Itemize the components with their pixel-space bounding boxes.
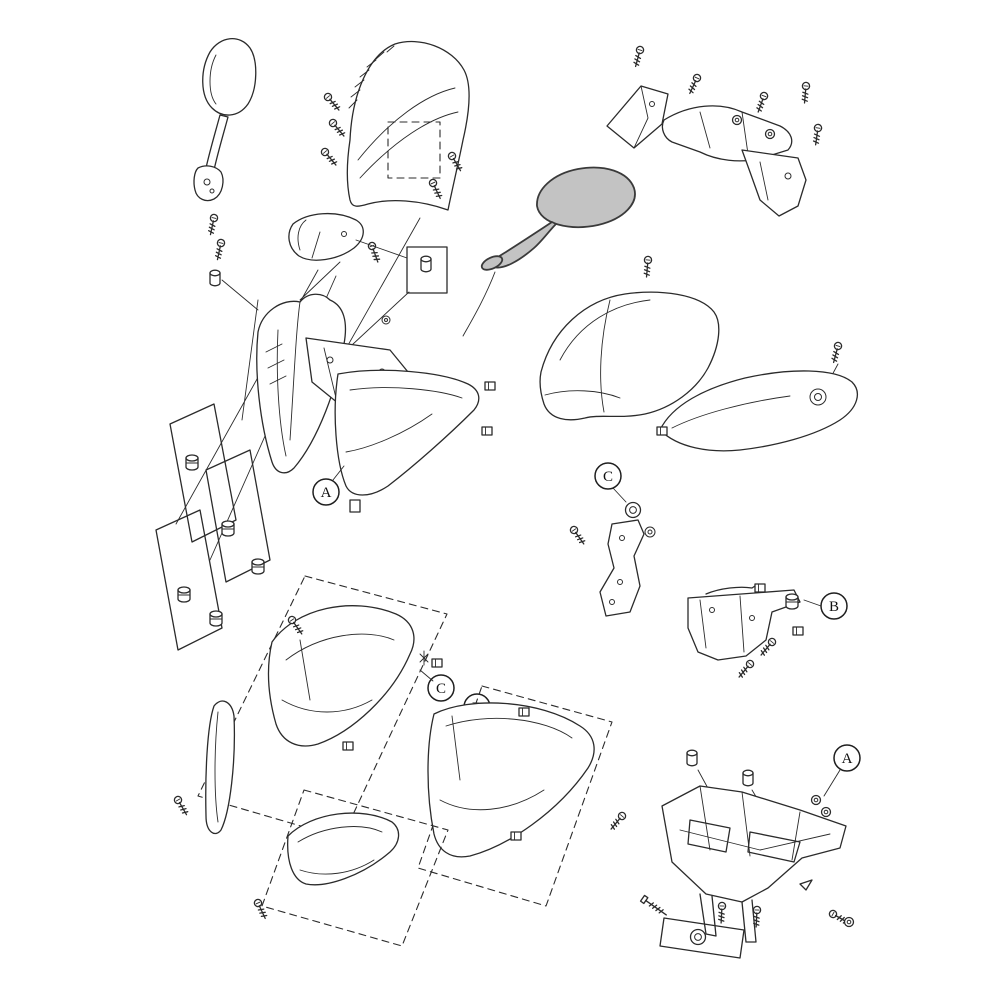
screw-icon	[319, 146, 340, 168]
stay-beam	[661, 105, 793, 162]
screw-icon	[631, 44, 646, 69]
screw-icon	[642, 255, 653, 278]
left-side-cowl-group: C	[172, 575, 455, 839]
windscreen-shield	[346, 40, 470, 211]
clip-icon	[754, 583, 766, 593]
screw-icon	[322, 91, 343, 113]
clip-icon	[656, 426, 668, 436]
clip-icon	[518, 707, 530, 717]
clip-icon	[481, 426, 493, 436]
callout-c-2-label: C	[436, 681, 446, 697]
washer-icon	[764, 128, 776, 140]
windscreen	[319, 40, 470, 211]
dashed-box-lower	[261, 789, 449, 947]
damper-icon	[185, 454, 199, 471]
screw-icon	[327, 117, 348, 139]
clip-icon	[792, 626, 804, 636]
screw-icon	[685, 72, 703, 96]
rear-side-cover	[656, 340, 858, 452]
cowl-blade	[205, 700, 236, 835]
screw-icon	[751, 905, 762, 928]
callout-a-2-label: A	[842, 751, 853, 767]
nut-icon	[624, 501, 642, 519]
fuel-tank-cover	[539, 255, 720, 421]
callout-a-label: A	[321, 485, 332, 501]
screw-icon	[716, 901, 727, 924]
rear-side-panel-group: B	[417, 685, 628, 907]
under-cowl-group	[252, 789, 449, 947]
clip-icon	[342, 741, 354, 751]
frame-bracket-body	[661, 785, 847, 903]
screw-icon	[213, 238, 226, 262]
bushing-icon	[742, 769, 754, 787]
screw-icon	[607, 810, 628, 832]
side-panel-right	[334, 369, 480, 496]
bracket-strap	[599, 519, 645, 617]
callout-b[interactable]: B	[820, 592, 848, 620]
washer-icon	[731, 114, 743, 126]
damper-icon	[221, 520, 235, 537]
center-bracket: C	[568, 462, 656, 617]
callout-c-label: C	[603, 469, 613, 485]
rear-stay-bracket: B	[687, 583, 848, 680]
nut-icon	[689, 928, 707, 946]
washer-icon	[810, 794, 822, 806]
bushing-icon	[686, 749, 698, 767]
screw-icon	[829, 340, 844, 365]
damper-icon	[177, 586, 191, 603]
windscreen-detail-box	[387, 121, 441, 179]
bushing-icon	[209, 269, 221, 287]
damper-icon	[251, 558, 265, 575]
clip-icon	[484, 381, 496, 391]
clip-icon	[431, 658, 443, 668]
callout-c-2[interactable]: C	[427, 674, 455, 702]
tank-cover-shell	[539, 291, 720, 421]
under-cowl	[287, 812, 400, 886]
screw-icon	[172, 794, 191, 818]
screw-icon	[800, 81, 811, 104]
screw-icon	[252, 897, 270, 921]
washer-icon	[843, 916, 855, 928]
right-mirror-head[interactable]	[536, 166, 636, 228]
pointer-mark	[799, 879, 813, 891]
right-mirror-foot[interactable]	[480, 253, 505, 272]
long-bolt-icon	[639, 894, 669, 919]
rear-frame-bracket: A	[639, 744, 861, 959]
damper-icon	[785, 593, 799, 610]
right-mirror-highlighted[interactable]	[462, 166, 636, 337]
screw-icon	[568, 524, 588, 547]
left-mirror	[193, 38, 257, 262]
callout-b-label: B	[829, 599, 839, 615]
clip-icon	[510, 831, 522, 841]
rear-cover-shell	[659, 370, 858, 452]
mount-plates	[155, 403, 271, 651]
washer-icon	[820, 806, 832, 818]
hardware-box-rear	[659, 917, 745, 959]
emblem-mark	[419, 650, 429, 666]
screw-icon	[754, 90, 770, 114]
screw-icon	[206, 213, 219, 237]
left-mirror-stalk	[205, 114, 229, 171]
left-mirror-head	[202, 38, 257, 116]
callout-a[interactable]: A	[312, 478, 340, 506]
screw-icon	[811, 123, 823, 146]
left-mirror-base	[193, 165, 224, 202]
small-clip	[349, 499, 361, 513]
front-fairing-assembly: A	[175, 212, 496, 561]
front-cowl-stay	[606, 44, 823, 217]
callout-c[interactable]: C	[594, 462, 622, 490]
bushing-icon	[420, 255, 432, 273]
stay-dart	[606, 85, 669, 149]
stay-plate	[741, 149, 807, 217]
callout-a-2[interactable]: A	[833, 744, 861, 772]
left-side-cowl	[267, 605, 415, 747]
screw-icon	[735, 658, 756, 680]
rear-side-panel	[427, 702, 595, 858]
upper-cowl	[288, 212, 364, 261]
damper-icon	[209, 610, 223, 627]
